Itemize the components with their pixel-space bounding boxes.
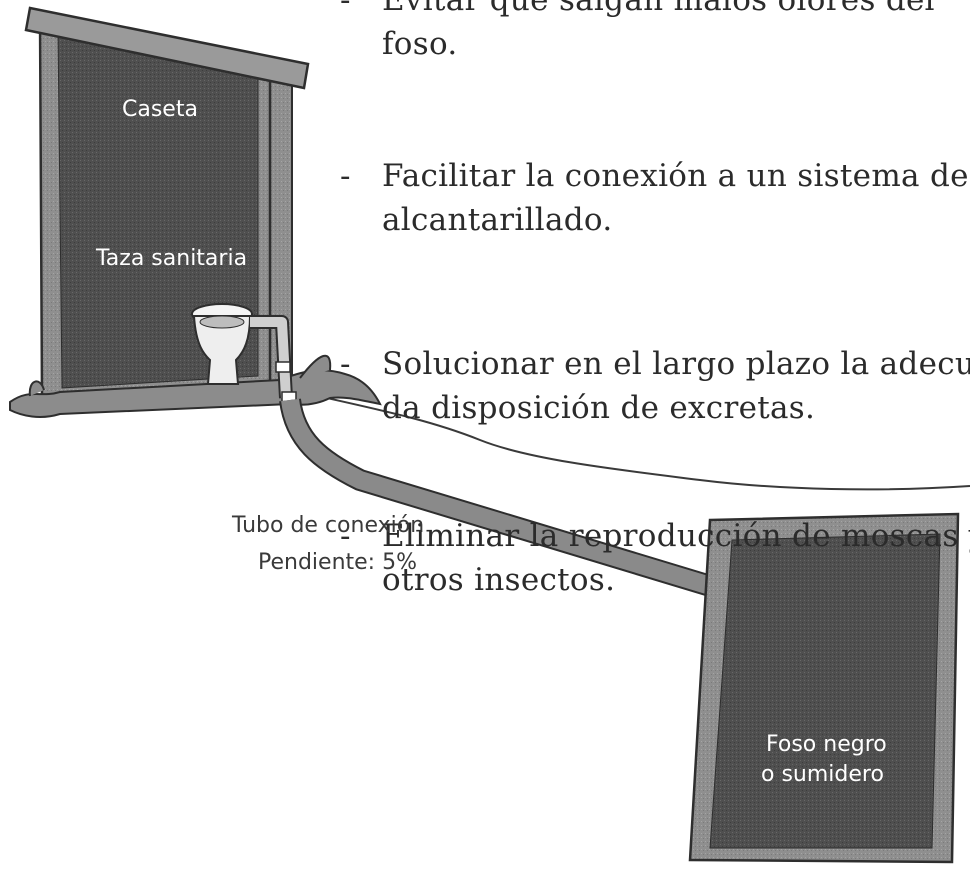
bullet-line: Evitar que salgan malos olores del — [382, 0, 935, 18]
bullet-dash: - — [340, 346, 351, 382]
trap-pipe — [250, 315, 297, 403]
ground-line — [299, 391, 970, 491]
label-foso-negro: Foso negro — [766, 732, 887, 757]
foso-pit — [688, 512, 960, 864]
bullet-line: Facilitar la conexión a un sistema de — [382, 158, 969, 194]
bullet-line: da disposición de excretas. — [382, 390, 816, 426]
bullet-line: otros insectos. — [382, 562, 616, 598]
label-tubo-conexion: Tubo de conexión — [232, 513, 425, 538]
toilet-bowl — [191, 303, 253, 385]
label-taza-sanitaria: Taza sanitaria — [96, 246, 248, 271]
bullet-list: - Evitar que salgan malos olores del fos… — [340, 0, 970, 598]
bullet-line: Solucionar en el largo plazo la adecua- — [382, 346, 970, 382]
bullet-item: - Facilitar la conexión a un sistema de … — [340, 154, 970, 242]
bullet-dash: - — [340, 158, 351, 194]
bullet-line: foso. — [382, 26, 458, 62]
label-caseta: Caseta — [122, 97, 198, 122]
bullet-line: Eliminar la reproducción de moscas y — [382, 518, 970, 554]
label-sumidero: o sumidero — [761, 762, 884, 787]
caseta-shed — [24, 6, 310, 400]
bullet-dash: - — [340, 0, 351, 18]
bullet-item: - Eliminar la reproducción de moscas y o… — [340, 514, 970, 602]
bullet-dash: - — [340, 518, 351, 554]
label-pendiente: Pendiente: 5% — [258, 550, 417, 575]
bullet-item: - Evitar que salgan malos olores del fos… — [340, 0, 970, 66]
bullet-line: alcantarillado. — [382, 202, 613, 238]
bullet-item: - Solucionar en el largo plazo la adecua… — [340, 342, 970, 430]
